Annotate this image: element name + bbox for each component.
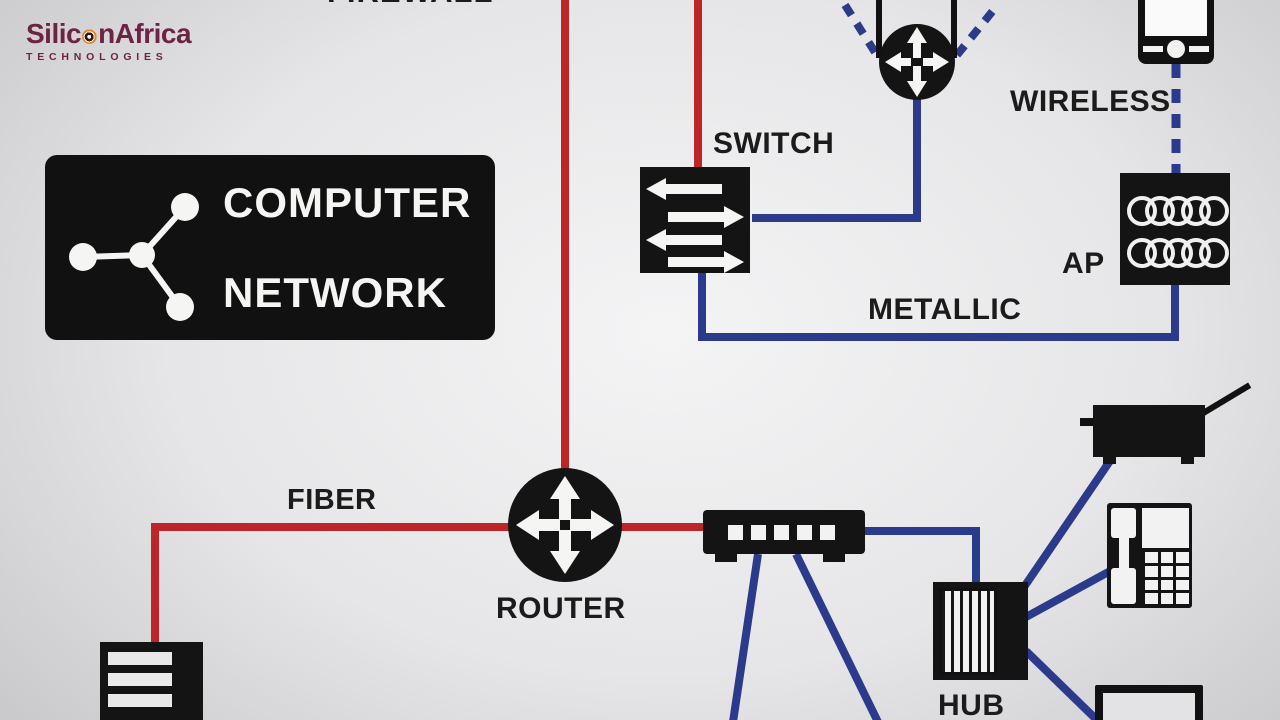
brand-name-prefix: Silic [26, 18, 82, 49]
phone-key [1145, 593, 1158, 604]
access-point-icon [1120, 173, 1230, 285]
signal-dashes-right [953, 4, 1000, 58]
phone-key [1145, 552, 1158, 563]
phone-key [1176, 593, 1189, 604]
hub-label: HUB [938, 689, 1005, 720]
wireless-dashed-links [841, 2, 1181, 174]
bridge-icon [703, 510, 865, 562]
metallic-line-hub-monitor [1023, 648, 1103, 720]
network-logo-icon [69, 193, 199, 321]
wireless-modem-icon [1093, 405, 1205, 464]
brand-name-suffix: nAfrica [98, 18, 192, 49]
metallic-line-switch-ap [698, 268, 1179, 341]
bridge-foot-right [823, 550, 845, 562]
phone-key [1176, 579, 1189, 591]
desk-phone-icon [1107, 503, 1192, 608]
mobile-phone-icon [1138, 0, 1214, 64]
phone-keypad [1145, 552, 1189, 604]
phone-handset-bar [1119, 533, 1129, 571]
metallic-line-hub-modem [1018, 455, 1116, 593]
monitor-icon [1095, 685, 1203, 720]
fiber-lines [151, 0, 706, 650]
metallic-line-bridge-hub [865, 527, 980, 586]
phone-handset-bottom [1111, 568, 1136, 604]
wireless-router-icon [876, 0, 957, 100]
signal-dashes-left [841, 2, 882, 60]
ap-label: AP [1062, 247, 1105, 280]
bridge-port [774, 524, 789, 540]
phone-key [1160, 593, 1174, 604]
hub-icon [933, 582, 1028, 680]
phone-key [1160, 579, 1174, 591]
metallic-line-hub-phone [1024, 566, 1114, 621]
mobile-screen [1145, 0, 1207, 36]
server-bay [108, 652, 172, 665]
server-bay [108, 694, 172, 707]
hub-striped-panel [939, 588, 997, 675]
brand-tagline: TECHNOLOGIES [26, 51, 168, 63]
bridge-port [751, 524, 766, 540]
phone-key [1160, 565, 1174, 577]
antenna-right [951, 0, 957, 58]
bridge-foot-left [715, 550, 737, 562]
modem-stub [1080, 418, 1094, 426]
antenna-left [876, 0, 882, 58]
phone-key [1176, 552, 1189, 563]
bridge-port [728, 524, 743, 540]
title-line-2: NETWORK [223, 269, 447, 316]
phone-key [1160, 552, 1174, 563]
modem-foot-right [1181, 455, 1194, 464]
router-label: ROUTER [496, 592, 626, 625]
phone-key [1176, 565, 1189, 577]
fiber-label: FIBER [287, 484, 377, 516]
metallic-line-wrouter-switch [752, 95, 921, 222]
title-box: COMPUTER NETWORK [45, 155, 495, 340]
title-line-1: COMPUTER [223, 179, 472, 226]
metallic-line-bridge-down-left [729, 553, 762, 720]
router-icon [508, 468, 622, 582]
mobile-key-left [1143, 46, 1163, 52]
server-bay [108, 673, 172, 686]
mobile-key-right [1189, 46, 1209, 52]
bridge-port [797, 524, 812, 540]
switch-label: SWITCH [713, 127, 835, 160]
phone-key [1145, 579, 1158, 591]
metallic-line-bridge-down-right [792, 552, 882, 720]
phone-key [1145, 565, 1158, 577]
metallic-label: METALLIC [868, 293, 1022, 326]
modem-foot-left [1103, 455, 1116, 464]
firewall-label: FIREWALL [327, 0, 493, 7]
server-icon [100, 642, 203, 720]
brand-name: Silic nAfrica [26, 18, 192, 49]
ap-coils [1127, 196, 1229, 268]
phone-screen [1142, 508, 1189, 548]
switch-icon [640, 167, 750, 273]
brand-logo: Silic nAfrica TECHNOLOGIES [26, 18, 192, 64]
metallic-lines [698, 95, 1179, 720]
mobile-home-button [1167, 40, 1185, 58]
brand-swirl-icon [82, 29, 98, 44]
switch-arrows [646, 178, 744, 273]
bridge-port [820, 524, 835, 540]
wireless-label: WIRELESS [1010, 85, 1171, 118]
